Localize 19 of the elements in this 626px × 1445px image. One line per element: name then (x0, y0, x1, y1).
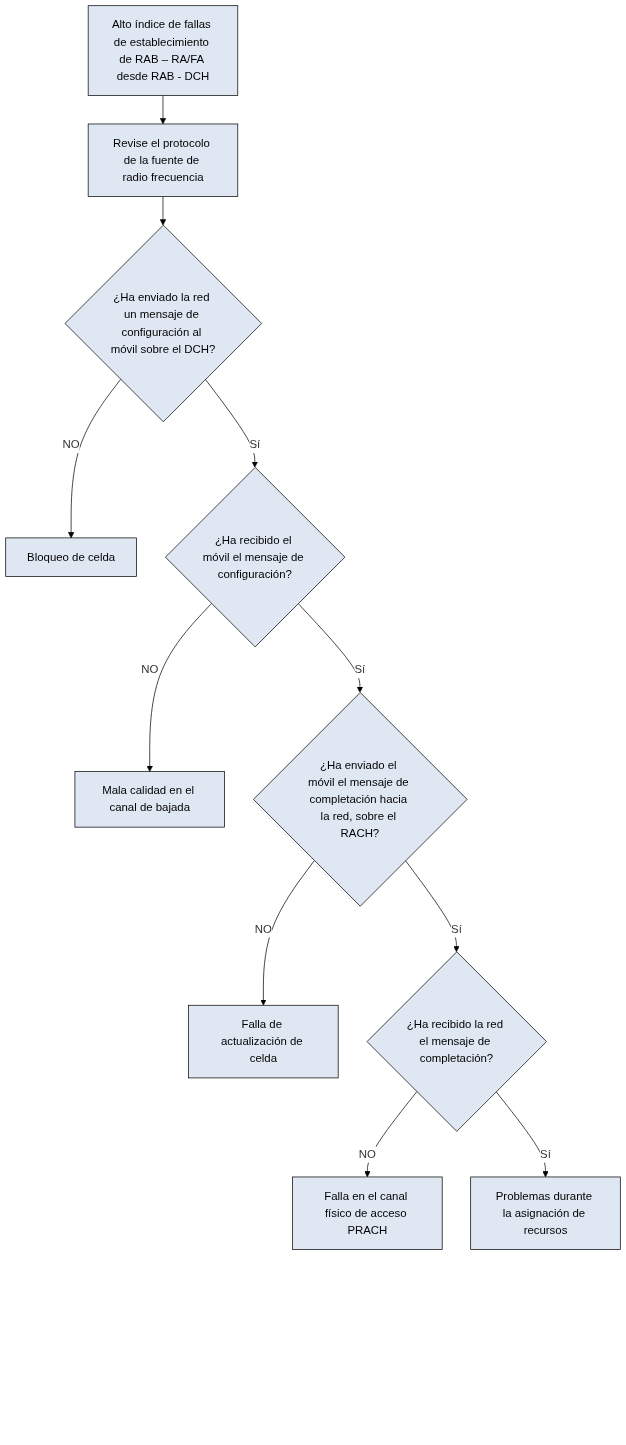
edge-label: Sí (451, 922, 462, 935)
node-box: Bloqueo de celda (5, 537, 137, 577)
edge-label: Sí (249, 438, 261, 451)
node-box: Falla en el canal físico de acceso PRACH (292, 1176, 443, 1250)
node-box: Problemas durante la asignación de recursos (470, 1176, 621, 1250)
node-diamond: ¿Ha enviado el móvil el mensaje de completación hacia la red, sobre el RACH? (253, 692, 468, 907)
edge-label: NO (62, 438, 80, 451)
edge-label: Sí (540, 1147, 551, 1160)
node-box: Alto índice de fallas de establecimiento de RAB – RA/FA desde RAB - DCH (87, 5, 239, 96)
edge-label: NO (254, 922, 272, 935)
edge-label: NO (141, 663, 159, 676)
node-box: Mala calidad en el canal de bajada (74, 771, 225, 828)
edge-label: NO (358, 1147, 376, 1160)
node-diamond: ¿Ha recibido el móvil el mensaje de configuración? (165, 467, 346, 648)
node-diamond: ¿Ha recibido la red el mensaje de completación? (366, 951, 547, 1132)
edge-label: Sí (354, 663, 366, 676)
node-box: Falla de actualización de celda (188, 1004, 339, 1079)
node-diamond: ¿Ha enviado la red un mensaje de configuración al móvil sobre el DCH? (64, 224, 262, 423)
node-box: Revise el protocolo de la fuente de radio frecuencia (87, 123, 239, 197)
